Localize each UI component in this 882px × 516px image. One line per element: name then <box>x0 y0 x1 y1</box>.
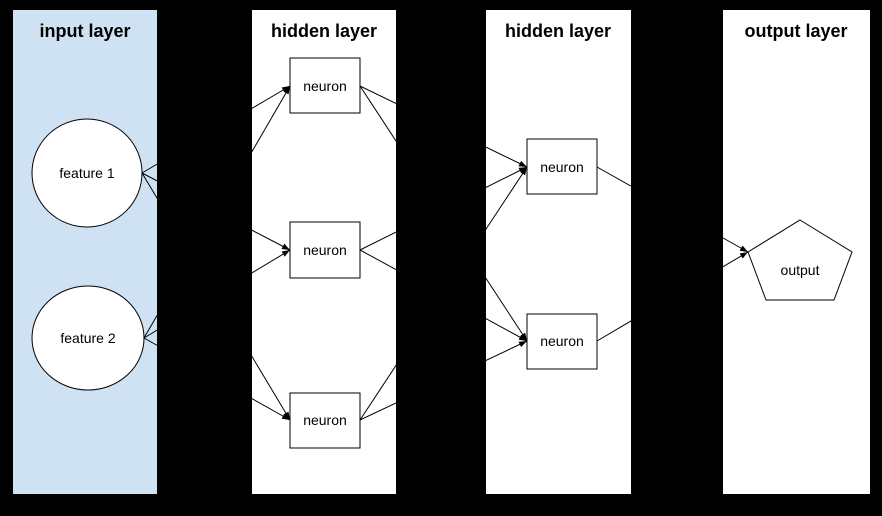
hidden-layer-2-title: hidden layer <box>505 21 611 41</box>
hidden1-neuron2-node <box>289 221 361 279</box>
input-layer-panel <box>13 10 157 494</box>
output-label: output <box>781 262 820 278</box>
edge-h1n3-h2n1 <box>359 166 528 421</box>
feature-1-label: feature 1 <box>59 165 114 181</box>
edge-h2n1-output <box>596 166 749 253</box>
edge-h2n2-output <box>596 251 749 342</box>
hidden2-neuron1-node <box>526 138 598 195</box>
hidden2-neuron2-label: neuron <box>540 333 584 349</box>
input-layer-title: input layer <box>39 21 130 41</box>
edge-h1n1-h2n1 <box>359 85 528 168</box>
hidden-layer-1-title: hidden layer <box>271 21 377 41</box>
edge-h1n3-h2n2 <box>359 340 528 421</box>
edge-feature2-h1n1 <box>143 85 291 339</box>
hidden2-neuron1-label: neuron <box>540 159 584 175</box>
output-layer-title: output layer <box>744 21 847 41</box>
edge-h1n2-h2n2 <box>359 249 528 342</box>
hidden1-neuron1-label: neuron <box>303 78 347 94</box>
hidden2-neuron2-node <box>526 313 598 370</box>
edge-feature1-h1n1 <box>141 85 291 174</box>
hidden1-neuron2-label: neuron <box>303 242 347 258</box>
edge-feature2-h1n2 <box>143 249 291 339</box>
feature-1-node <box>31 118 143 228</box>
feature-2-label: feature 2 <box>60 330 115 346</box>
edge-h1n1-h2n2 <box>359 85 528 342</box>
edge-h1n2-h2n1 <box>359 166 528 251</box>
hidden-layer-2-panel <box>486 10 631 494</box>
hidden1-neuron1-node <box>289 57 361 114</box>
hidden1-neuron3-node <box>289 392 361 449</box>
edge-feature1-h1n3 <box>141 172 291 421</box>
hidden1-neuron3-label: neuron <box>303 412 347 428</box>
output-node <box>747 219 853 301</box>
edge-feature1-h1n2 <box>141 172 291 251</box>
feature-2-node <box>31 285 145 391</box>
edge-feature2-h1n3 <box>143 337 291 421</box>
